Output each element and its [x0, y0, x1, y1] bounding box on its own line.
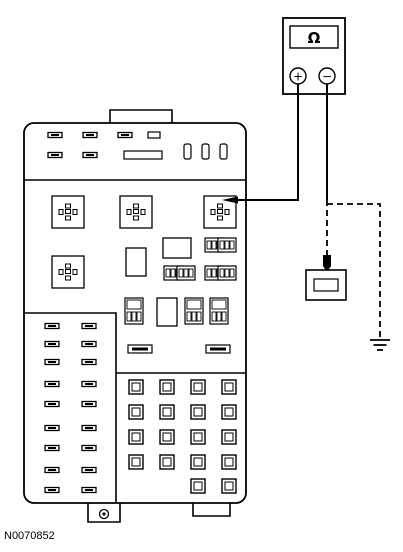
ground-path: [327, 203, 381, 338]
component-under-test: [305, 269, 347, 301]
figure-id: N0070852: [4, 530, 55, 542]
ohm-symbol: Ω: [308, 29, 321, 47]
relay-sockets: [51, 195, 237, 289]
positive-test-lead: [222, 84, 299, 204]
negative-test-lead: [323, 84, 331, 272]
positive-terminal-label: +: [293, 70, 303, 84]
ohmmeter: Ω + −: [282, 17, 346, 95]
middle-components: [124, 237, 237, 354]
top-fuse-row-2: [47, 143, 228, 160]
ground-icon: [370, 339, 390, 351]
negative-terminal-label: −: [322, 70, 332, 84]
top-fuse-row-1: [47, 131, 161, 139]
